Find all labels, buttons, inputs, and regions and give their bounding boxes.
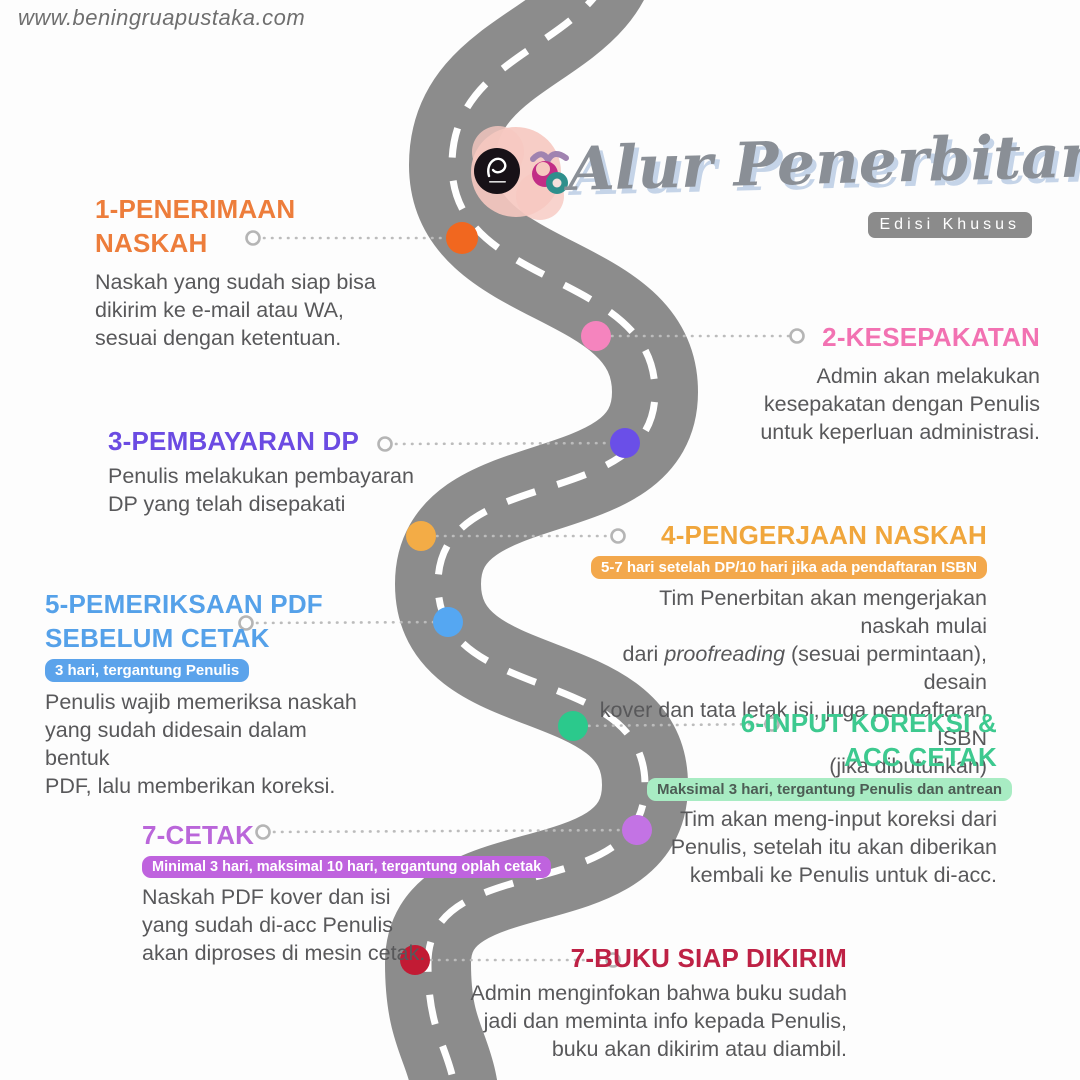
leader-line-step3 [386,441,627,446]
leader-ring-step4 [610,528,626,544]
step-input-koreksi: 6-INPUT KOREKSI & ACC CETAK Maksimal 3 h… [647,706,1013,889]
step-body: Naskah PDF kover dan isi yang sudah di-a… [142,885,426,965]
milestone-dot-cetak [622,815,652,845]
leader-rings [238,230,805,968]
milestone-dot-pembayaran [610,428,640,458]
swan-emblem-icon [474,148,520,194]
step-title: 7-CETAK [142,820,255,850]
step-title: 5-PEMERIKSAAN PDF SEBELUM CETAK [45,589,323,653]
leader-line-step5 [247,620,450,625]
step-kesepakatan: 2-KESEPAKATAN Admin akan melakukan kesep… [718,320,1040,446]
leader-ring-step2 [789,328,805,344]
step-title: 4-PENGERJAAN NASKAH [661,520,987,550]
butterfly-mark-cut [536,162,550,176]
leader-lines [247,236,796,962]
step-body: Tim Penerbitan akan mengerjakan naskah m… [599,586,987,778]
step-title: 2-KESEPAKATAN [822,322,1040,352]
leader-ring-step5 [238,615,254,631]
step-body: Admin menginfokan bahwa buku sudah jadi … [470,981,847,1061]
edition-badge-wrap: Edisi Khusus [862,212,1032,238]
road-center-dashes [424,0,659,1080]
publisher-logo [471,126,569,220]
step-buku-siap-dikirim: 7-BUKU SIAP DIKIRIM Admin menginfokan ba… [465,941,847,1063]
swan-emblem-caption-mark [489,181,506,183]
step-pembayaran-dp: 3-PEMBAYARAN DP Penulis melakukan pembay… [108,424,418,518]
step-body: Penulis wajib memeriksa naskah yang suda… [45,690,357,798]
milestone-dot-kesepakatan [581,321,611,351]
milestone-dots [400,222,652,975]
leader-ring-step7 [255,824,271,840]
step-duration-badge: 5-7 hari setelah DP/10 hari jika ada pen… [591,556,987,579]
step-body: Penulis melakukan pembayaran DP yang tel… [108,464,414,516]
step-title: 7-BUKU SIAP DIKIRIM [570,943,847,973]
leader-line-step6 [571,722,771,728]
step-duration-badge: Maksimal 3 hari, tergantung Penulis dan … [647,778,1013,801]
step-title: 6-INPUT KOREKSI & ACC CETAK [740,708,997,772]
step-duration-badge: Minimal 3 hari, maksimal 10 hari, tergan… [142,856,552,878]
step-pengerjaan-naskah: 4-PENGERJAAN NASKAH 5-7 hari setelah DP/… [585,518,987,780]
step-title: 3-PEMBAYARAN DP [108,426,360,456]
step-penerimaan-naskah: 1-PENERIMAAN NASKAH Naskah yang sudah si… [95,192,395,352]
step-body: Admin akan melakukan kesepakatan dengan … [760,364,1040,444]
edition-badge: Edisi Khusus [867,212,1032,238]
milestone-dot-pengerjaan [406,521,436,551]
swan-emblem-glyph [487,157,507,178]
butterfly-mark-teal-hole [552,178,562,188]
step-body: Tim akan meng-input koreksi dari Penulis… [670,807,997,887]
leader-ring-step6 [764,716,780,732]
milestone-dot-input-koreksi [558,711,588,741]
milestone-dot-penerimaan [446,222,478,254]
leader-ring-step1 [245,230,261,246]
leader-ring-step8 [605,952,621,968]
step-title: 1-PENERIMAAN NASKAH [95,194,296,258]
step-duration-badge: 3 hari, tergantung Penulis [45,659,250,682]
milestone-dot-pemeriksaan [433,607,463,637]
leader-ring-step3 [377,436,393,452]
butterfly-mark-icon [530,151,569,167]
website-url: www.beningruapustaka.com [18,5,306,30]
page-title: Alur Penerbitan [567,121,1080,205]
step-pemeriksaan-pdf: 5-PEMERIKSAAN PDF SEBELUM CETAK 3 hari, … [45,587,365,800]
step-body: Naskah yang sudah siap bisa dikirim ke e… [95,270,376,350]
leader-line-step7 [264,828,639,834]
milestone-dot-buku-siap [400,945,430,975]
step-cetak: 7-CETAK Minimal 3 hari, maksimal 10 hari… [142,818,552,967]
